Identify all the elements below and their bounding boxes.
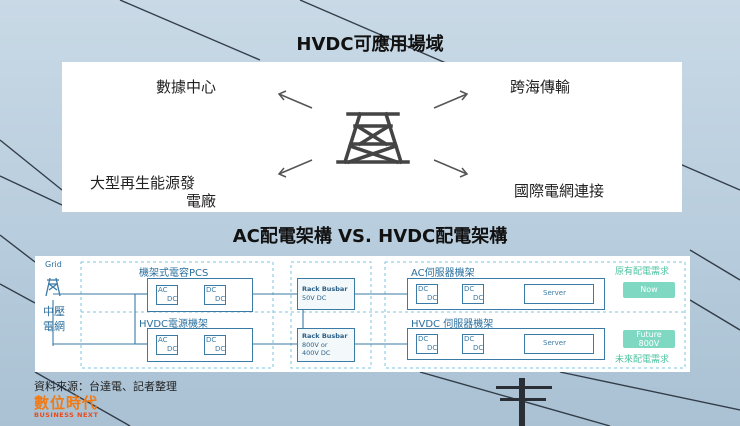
source-caption: 資料來源：台達電、記者整理 (34, 380, 177, 393)
busbar-label: Rack Busbar (302, 285, 348, 293)
server-box: Server (524, 334, 594, 354)
use-case-grid-link: 國際電網連接 (514, 182, 605, 200)
conv-ac-label: AC (158, 336, 168, 344)
transmission-tower-icon (336, 111, 410, 165)
converter-ac-dc: AC DC (156, 285, 178, 305)
business-next-logo: 數位時代 BUSINESS NEXT (34, 394, 99, 420)
use-case-renewable-line1: 大型再生能源發 (90, 174, 196, 192)
architecture-diagram: Grid 中壓 電網 機架式電容PCS HVDC電源機架 AC伺服器機架 HVD… (35, 256, 690, 372)
conv-dc-label: DC (427, 344, 438, 352)
conv-dc-label: DC (206, 286, 217, 294)
server-label: Server (543, 339, 566, 347)
use-case-subsea: 跨海傳輸 (510, 78, 571, 96)
page-title: HVDC可應用場域 (296, 34, 444, 55)
converter-ac-dc: AC DC (156, 335, 178, 355)
conv-dc-label: DC (167, 345, 178, 353)
hvdc-server-rack-label: HVDC 伺服器機架 (411, 319, 494, 330)
conv-dc-label: DC (418, 285, 429, 293)
conv-dc-label: DC (464, 285, 475, 293)
converter-dc-dc: DC DC (204, 335, 226, 355)
conv-dc-label: DC (215, 295, 226, 303)
converter-icon: DC DC (416, 284, 438, 304)
conv-dc-label: DC (473, 344, 484, 352)
use-case-panel: 數據中心 跨海傳輸 大型再生能源發 電廠 國際電網連接 (62, 62, 682, 212)
future-badge: Future 800V (623, 330, 675, 348)
arrow-icons (277, 90, 469, 178)
logo-subtext: BUSINESS NEXT (34, 411, 99, 419)
pcs-rack-box: AC DC DC DC (147, 278, 253, 312)
conv-dc-label: DC (206, 336, 217, 344)
hvdc-power-rack-label: HVDC電源機架 (139, 319, 209, 330)
conv-dc-label: DC (464, 335, 475, 343)
server-box: Server (524, 284, 594, 304)
pcs-label: 機架式電容PCS (139, 268, 209, 279)
arrows-and-tower (277, 90, 469, 178)
conv-dc-label: DC (167, 295, 178, 303)
diagram-lines (45, 261, 686, 369)
use-case-data-center: 數據中心 (156, 78, 217, 96)
converter-icon: DC DC (462, 334, 484, 354)
utility-pole (496, 378, 552, 426)
grid-label: Grid (45, 260, 62, 269)
future-badge-line1: Future (636, 330, 662, 339)
converter-dc-ac: DC DC (204, 285, 226, 305)
logo-text: 數位時代 (34, 394, 99, 412)
busbar-voltage: 800V or (302, 341, 328, 349)
use-case-renewable-line2: 電廠 (186, 192, 217, 210)
busbar-voltage: 50V DC (302, 294, 327, 302)
grid-cn-label-2: 電網 (43, 320, 65, 333)
grid-tower-icon (45, 277, 61, 297)
future-badge-line2: 800V (638, 339, 660, 348)
conv-ac-label: AC (158, 286, 168, 294)
rack-busbar-800v: Rack Busbar 800V or 400V DC (297, 328, 355, 362)
server-label: Server (543, 289, 566, 297)
conv-dc-label: DC (473, 294, 484, 302)
grid-cn-label-1: 中壓 (43, 305, 65, 318)
conv-dc-label: DC (215, 345, 226, 353)
hvdc-power-rack-box: AC DC DC DC (147, 328, 253, 362)
now-badge: Now (623, 282, 675, 298)
busbar-voltage: 400V DC (302, 349, 331, 357)
busbar-label: Rack Busbar (302, 332, 348, 340)
conv-dc-label: DC (418, 335, 429, 343)
hvdc-server-rack-box: DC DC DC DC Server (407, 328, 605, 360)
comparison-title: AC配電架構 VS. HVDC配電架構 (232, 226, 508, 247)
converter-icon: DC DC (462, 284, 484, 304)
converter-icon: DC DC (416, 334, 438, 354)
conv-dc-label: DC (427, 294, 438, 302)
ac-server-rack-box: DC DC DC DC Server (407, 278, 605, 310)
future-demand-label: 未來配電需求 (615, 355, 670, 365)
existing-demand-label: 原有配電需求 (615, 267, 670, 277)
ac-server-rack-label: AC伺服器機架 (411, 268, 475, 279)
rack-busbar-50v: Rack Busbar 50V DC (297, 278, 355, 310)
